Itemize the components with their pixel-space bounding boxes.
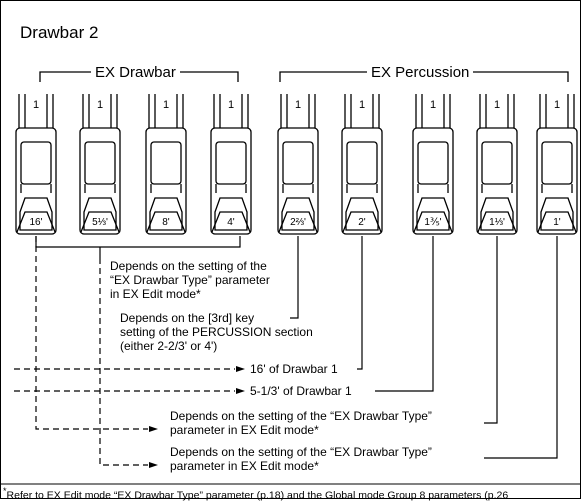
arrowheads <box>149 366 245 468</box>
drawbar-face <box>215 141 247 185</box>
right-connectors <box>357 236 558 459</box>
drawbar-knob <box>15 127 57 235</box>
drawbar-footage-label: 8' <box>162 217 170 228</box>
drawbar-knob <box>476 127 518 235</box>
drawbar-foot-plate <box>345 197 379 231</box>
drawbar-foot-plate <box>281 197 315 231</box>
drawbar-top-number: 1 <box>494 99 500 111</box>
ex-type-b-line1: Depends on the setting of the “EX Drawba… <box>170 445 432 459</box>
drawbar-foot-plate <box>416 197 450 231</box>
drawbar-2[interactable]: 1 5⅓' <box>79 94 121 235</box>
drawbar-foot-plate <box>214 197 248 231</box>
drawbar-top-number: 1 <box>97 99 103 111</box>
drawbar-9[interactable]: 1 1' <box>536 94 578 235</box>
drawbar-footage-label: 2' <box>358 217 366 228</box>
drawbar-foot-plate <box>480 197 514 231</box>
footnote: *Refer to EX Edit mode “EX Drawbar Type”… <box>3 486 509 502</box>
drawbar-face <box>282 141 314 185</box>
drawbar-face <box>417 141 449 185</box>
third-key-label-line2: setting of the PERCUSSION section <box>120 325 313 339</box>
drawbar-face <box>346 141 378 185</box>
drawbar-footage-label: 16' <box>29 217 42 228</box>
drawbar-top-number: 1 <box>359 99 365 111</box>
drawbar-knob <box>412 127 454 235</box>
drawbar-knob <box>536 127 578 235</box>
drawbar-footage-label: 4' <box>227 217 235 228</box>
drawbar-top-number: 1 <box>554 99 560 111</box>
ex-type-b-line2: parameter in EX Edit mode* <box>170 459 319 473</box>
drawbar-7[interactable]: 1 1⅗' <box>412 94 454 235</box>
drawbar-top-number: 1 <box>430 99 436 111</box>
drawbar-knob <box>79 127 121 235</box>
drawbar-foot-plate <box>540 197 574 231</box>
ex-type-a-line2: parameter in EX Edit mode* <box>170 423 319 437</box>
drawbar-top-number: 1 <box>33 99 39 111</box>
drawbar-foot-bevel <box>537 211 577 233</box>
drawbar-foot-bevel <box>80 211 120 233</box>
diagram-title: Drawbar 2 <box>20 23 99 42</box>
ex-percussion-group-label: EX Percussion <box>367 64 474 81</box>
drawbar-foot-bevel <box>211 211 251 233</box>
drawbar-5[interactable]: 1 2⅔' <box>277 94 319 235</box>
ex-drawbar-group-label: EX Drawbar <box>91 64 180 81</box>
drawbar-foot-plate <box>83 197 117 231</box>
drawbar-top-number: 1 <box>163 99 169 111</box>
footnote-text: Refer to EX Edit mode “EX Drawbar Type” … <box>6 489 509 502</box>
drawbar-knob <box>145 127 187 235</box>
drawbar-1[interactable]: 1 16' <box>15 94 57 235</box>
drawbar-footage-label: 5⅓' <box>92 217 108 228</box>
drawbar-foot-bevel <box>342 211 382 233</box>
ex-type-label-line3: in EX Edit mode* <box>110 287 201 301</box>
ex-type-a-line1: Depends on the setting of the “EX Drawba… <box>170 409 432 423</box>
drawbar-foot-bevel <box>16 211 56 233</box>
drawbar-foot-bevel <box>278 211 318 233</box>
drawbar-foot-plate <box>149 197 183 231</box>
drawbar-face <box>541 141 573 185</box>
third-key-label-line3: (either 2-2/3' or 4') <box>120 339 218 353</box>
drawbar-footage-label: 1' <box>553 217 561 228</box>
drawbar-knob <box>277 127 319 235</box>
drawbar-4[interactable]: 1 4' <box>210 94 252 235</box>
drawbar-knob <box>210 127 252 235</box>
drawbar-foot-plate <box>19 197 53 231</box>
drawbar-face <box>150 141 182 185</box>
drawbar-8[interactable]: 1 1⅓' <box>476 94 518 235</box>
fivethird-feet-label: 5-1/3' of Drawbar 1 <box>250 384 352 398</box>
drawbar-foot-bevel <box>413 211 453 233</box>
ex-type-label-line1: Depends on the setting of the <box>110 259 267 273</box>
drawbar-top-number: 1 <box>295 99 301 111</box>
drawbar-face <box>84 141 116 185</box>
dashed-connectors <box>14 236 235 466</box>
drawbar-face <box>20 141 52 185</box>
drawbar-face <box>481 141 513 185</box>
ex-drawbar-brace <box>35 236 241 258</box>
drawbar-3[interactable]: 1 8' <box>145 94 187 235</box>
drawbar-foot-bevel <box>146 211 186 233</box>
drawbar-footage-label: 1⅗' <box>424 217 441 228</box>
ex-type-label-line2: “EX Drawbar Type” parameter <box>110 273 270 287</box>
third-key-label-line1: Depends on the [3rd] key <box>120 311 255 325</box>
drawbar-knob <box>341 127 383 235</box>
drawbar-footage-label: 2⅔' <box>290 217 306 228</box>
third-key-connector <box>290 236 299 319</box>
sixteen-feet-label: 16' of Drawbar 1 <box>250 362 338 376</box>
drawbar-foot-bevel <box>477 211 517 233</box>
drawbar-6[interactable]: 1 2' <box>341 94 383 235</box>
drawbar-footage-label: 1⅓' <box>489 217 505 228</box>
drawbar-top-number: 1 <box>228 99 234 111</box>
